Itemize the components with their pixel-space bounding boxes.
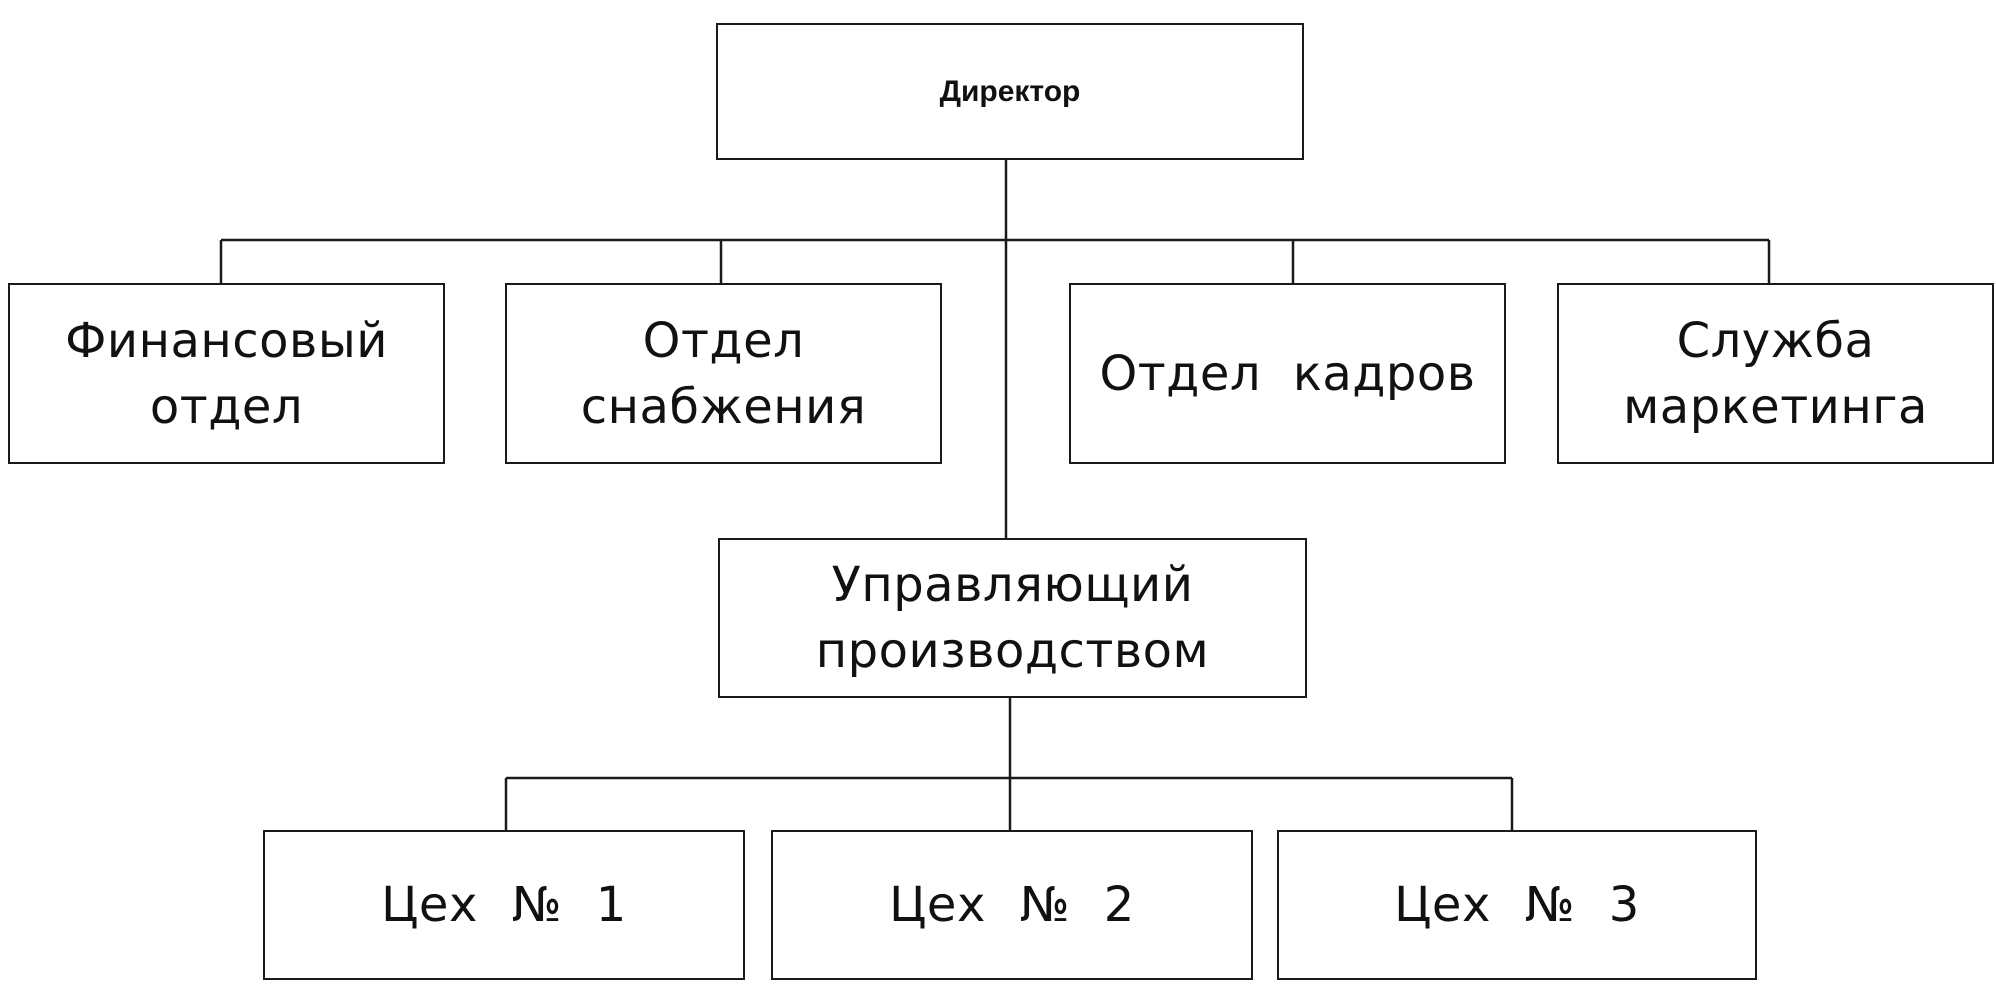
- node-supply-department: Отдел снабжения: [505, 283, 942, 464]
- node-hr-department: Отдел кадров: [1069, 283, 1506, 464]
- node-shop-3-label: Цех № 3: [1394, 877, 1640, 933]
- node-supply-label: Отдел снабжения: [580, 312, 867, 435]
- node-shop-3: Цех № 3: [1277, 830, 1757, 980]
- node-director: Директор: [716, 23, 1304, 160]
- node-shop-2: Цех № 2: [771, 830, 1253, 980]
- node-shop-1: Цех № 1: [263, 830, 745, 980]
- node-production-label: Управляющий производством: [815, 557, 1210, 679]
- node-hr-label: Отдел кадров: [1099, 345, 1476, 402]
- node-shop-1-label: Цех № 1: [381, 877, 627, 933]
- node-production-manager: Управляющий производством: [718, 538, 1307, 698]
- node-finance-department: Финансовый отдел: [8, 283, 445, 464]
- node-marketing-label: Служба маркетинга: [1623, 312, 1928, 435]
- node-marketing-service: Служба маркетинга: [1557, 283, 1994, 464]
- node-shop-2-label: Цех № 2: [889, 877, 1135, 933]
- node-director-label: Директор: [939, 74, 1081, 108]
- node-finance-label: Финансовый отдел: [65, 312, 388, 435]
